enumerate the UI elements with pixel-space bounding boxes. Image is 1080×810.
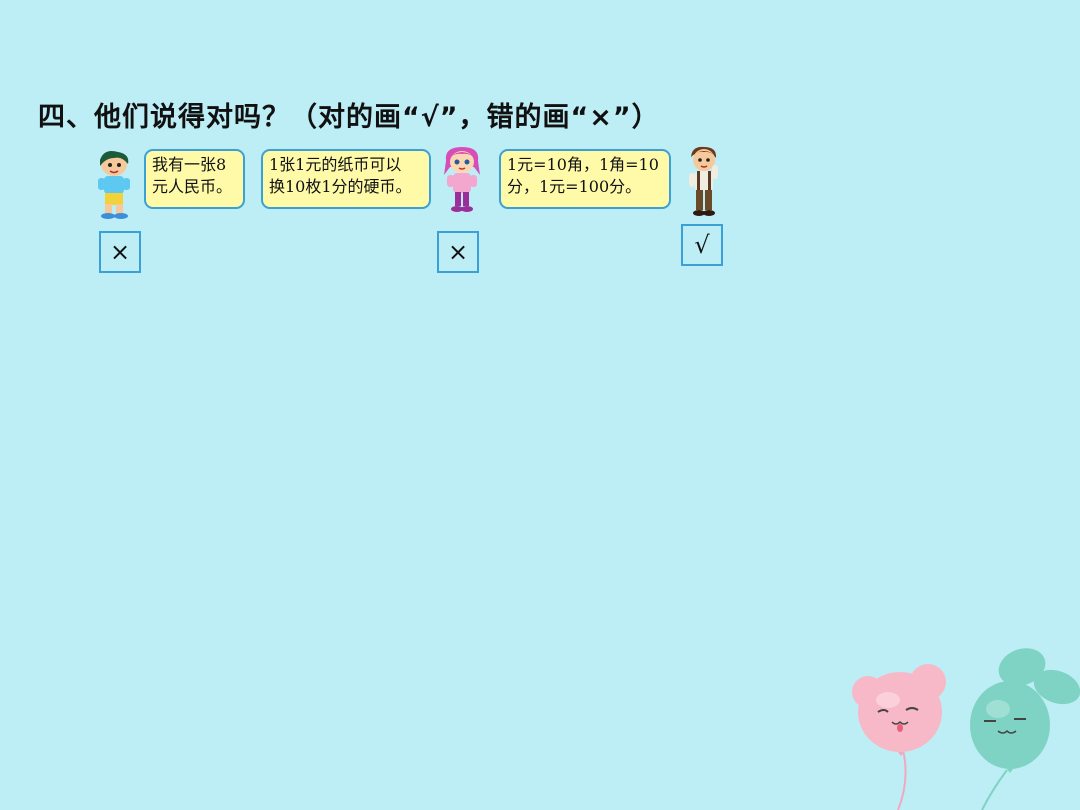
teal-balloon-icon <box>970 648 1080 810</box>
answer-box-3[interactable]: √ <box>681 224 723 266</box>
boy-character-icon <box>98 151 130 219</box>
girl-character-icon <box>444 147 480 212</box>
statement-1-line-1: 我有一张8 <box>152 155 227 174</box>
statement-3-line-2: 分，1元=100分。 <box>507 177 642 196</box>
speech-bubble-2: 1张1元的纸币可以 换10枚1分的硬币。 <box>261 149 431 209</box>
answer-box-2[interactable]: × <box>437 231 479 273</box>
statement-1-line-2: 元人民币。 <box>152 177 233 196</box>
speech-bubble-1: 我有一张8 元人民币。 <box>144 149 245 209</box>
boy-in-suit-character-icon <box>689 146 718 216</box>
answer-box-1[interactable]: × <box>99 231 141 273</box>
question-title: 四、他们说得对吗？（对的画“√”，错的画“×”） <box>38 102 660 133</box>
statement-2-line-1: 1张1元的纸币可以 <box>269 155 402 174</box>
statement-2-line-2: 换10枚1分的硬币。 <box>269 177 412 196</box>
speech-bubble-3: 1元=10角，1角=10 分，1元=100分。 <box>499 149 671 209</box>
statement-3-line-1: 1元=10角，1角=10 <box>507 155 659 174</box>
pink-balloon-icon <box>852 664 946 810</box>
